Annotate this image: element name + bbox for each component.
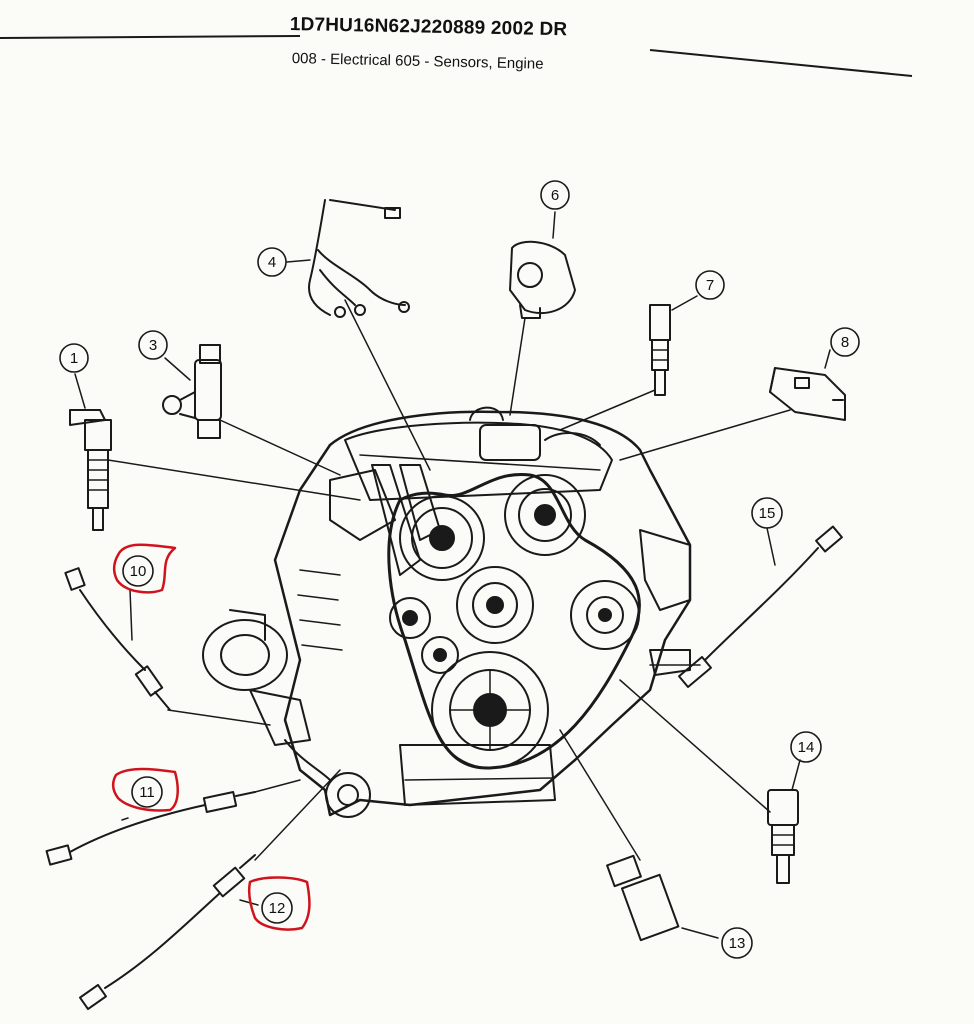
sensor-15-oxygen [678, 525, 843, 689]
callout-8: 8 [841, 334, 849, 351]
callout-15: 15 [759, 505, 776, 522]
sensor-7-temperature [649, 304, 671, 396]
sensor-4-glow-harness [308, 199, 410, 318]
callout-10: 10 [130, 563, 147, 580]
sensor-10-oxygen [64, 567, 171, 711]
sensor-8-map [769, 367, 846, 421]
callout-13: 13 [729, 935, 746, 952]
callout-12: 12 [269, 900, 286, 917]
sensor-1-injector [69, 409, 112, 531]
callout-14: 14 [798, 739, 815, 756]
sensor-6-accel-pedal [509, 240, 576, 319]
sensor-14-temperature [767, 789, 799, 884]
sensor-12-oxygen [78, 854, 256, 1011]
callout-circles [59, 180, 860, 959]
highlight-marks [112, 543, 311, 931]
sensor-3-cam-position [162, 344, 222, 439]
callout-4: 4 [268, 254, 276, 271]
sensor-11-oxygen [45, 791, 256, 866]
sensor-13-crank-position [606, 854, 680, 942]
engine-drawing [202, 406, 692, 818]
callout-3: 3 [149, 337, 157, 354]
callout-1: 1 [70, 350, 78, 367]
callout-7: 7 [706, 277, 714, 294]
leader-lines [74, 211, 831, 939]
callout-labels: 1 3 4 6 7 8 10 11 12 13 14 15 [70, 187, 849, 952]
callout-11: 11 [139, 784, 155, 801]
callout-6: 6 [551, 187, 559, 204]
